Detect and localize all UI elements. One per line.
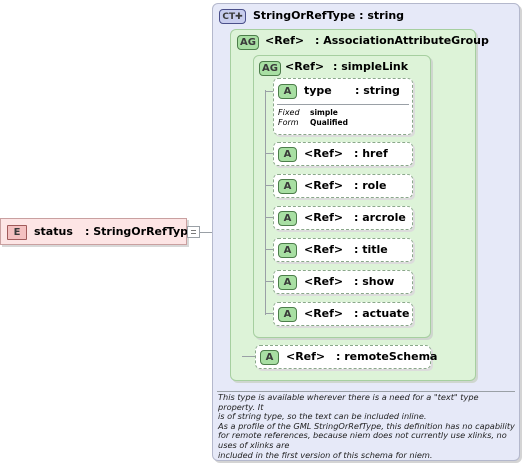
attribute-name: : role	[354, 179, 387, 192]
attribute-ref: <Ref>	[304, 147, 344, 160]
attribute-href[interactable]: A <Ref> : href	[273, 142, 413, 166]
attribute-name: : arcrole	[354, 211, 406, 224]
element-badge: E	[7, 225, 27, 240]
attribute-badge: A	[278, 211, 297, 226]
attribute-ref: <Ref>	[286, 350, 326, 363]
element-status[interactable]: E status : StringOrRefType	[0, 218, 196, 245]
ag-name: : AssociationAttributeGroup	[315, 34, 489, 47]
doc-line: is of string type, so the text can be in…	[218, 411, 427, 422]
attribute-show[interactable]: A <Ref> : show	[273, 270, 413, 294]
connector-attr-arcrole	[265, 217, 274, 218]
doc-divider	[217, 391, 515, 392]
connector-attr-actuate	[265, 313, 274, 314]
attribute-badge: A	[278, 147, 297, 162]
ag-badge: AG	[237, 35, 259, 50]
fixed-label: Fixed	[278, 108, 300, 117]
complex-type-title: StringOrRefType : string	[253, 9, 405, 22]
connector-attr-href	[265, 153, 274, 154]
attribute-ref: <Ref>	[304, 307, 344, 320]
attribute-badge: A	[278, 179, 297, 194]
attribute-name: : href	[354, 147, 388, 160]
element-name: status	[34, 225, 73, 238]
simple-link-badge: AG	[259, 61, 281, 76]
expand-connector-icon[interactable]	[187, 226, 200, 238]
attribute-badge: A	[278, 84, 297, 99]
attribute-name: : remoteSchema	[336, 350, 438, 363]
connector-attr-type	[265, 91, 274, 92]
connector-attr-spine	[265, 90, 266, 315]
doc-line: for remote references, because niem does…	[218, 430, 507, 441]
attribute-name: : show	[354, 275, 395, 288]
attribute-type[interactable]: A type : string Fixed simple Form Qualif…	[273, 78, 413, 135]
attribute-badge: A	[278, 243, 297, 258]
attribute-name: type	[304, 84, 332, 97]
attribute-actuate[interactable]: A <Ref> : actuate	[273, 302, 413, 326]
connector-attr-role	[265, 185, 274, 186]
simple-link-name: : simpleLink	[333, 60, 409, 73]
doc-line: As a profile of the GML StringOrRefType,…	[218, 420, 515, 431]
attribute-title[interactable]: A <Ref> : title	[273, 238, 413, 262]
form-label: Form	[278, 118, 299, 127]
attribute-badge: A	[278, 307, 297, 322]
attribute-remote-schema[interactable]: A <Ref> : remoteSchema	[255, 345, 437, 369]
attribute-name: : actuate	[354, 307, 410, 320]
connector-element-to-type	[200, 232, 212, 233]
ag-ref: <Ref>	[265, 34, 305, 47]
attribute-divider	[277, 104, 409, 105]
complex-type-badge: CT✚	[219, 9, 246, 24]
form-value: Qualified	[310, 118, 348, 127]
attribute-ref: <Ref>	[304, 211, 344, 224]
attribute-ref: <Ref>	[304, 243, 344, 256]
attribute-ref: <Ref>	[304, 275, 344, 288]
plus-icon: ✚	[235, 12, 243, 22]
connector-attr-remote	[242, 356, 256, 357]
attribute-name: : title	[354, 243, 388, 256]
attribute-role[interactable]: A <Ref> : role	[273, 174, 413, 198]
documentation-text: This type is available wherever there is…	[218, 392, 518, 460]
connector-attr-title	[265, 249, 274, 250]
attribute-type-value: : string	[355, 84, 400, 97]
doc-line: This type is available wherever there is…	[218, 392, 479, 412]
attribute-badge: A	[278, 275, 297, 290]
attribute-badge: A	[260, 350, 279, 365]
element-type: : StringOrRefType	[85, 225, 196, 238]
doc-line: uses of xlinks are	[218, 439, 290, 450]
fixed-value: simple	[310, 108, 338, 117]
connector-attr-show	[265, 281, 274, 282]
doc-line: included in the first version of this sc…	[218, 449, 433, 460]
simple-link-ref: <Ref>	[285, 60, 325, 73]
attribute-ref: <Ref>	[304, 179, 344, 192]
attribute-arcrole[interactable]: A <Ref> : arcrole	[273, 206, 413, 230]
